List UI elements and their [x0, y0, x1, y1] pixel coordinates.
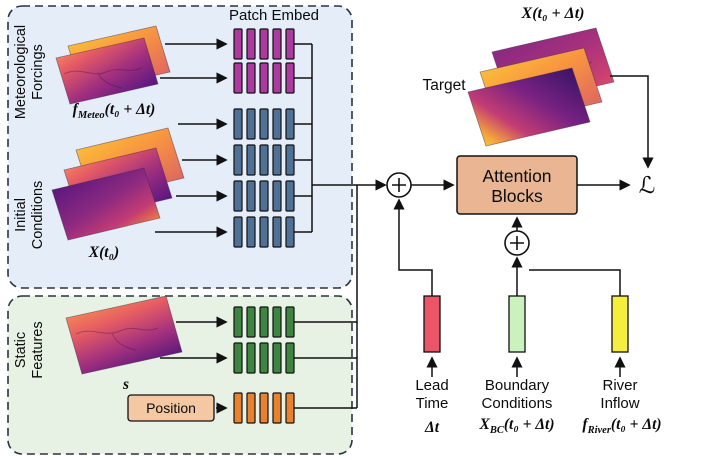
river-line1: River [602, 377, 638, 394]
static-label-line1: Static [13, 331, 29, 369]
meteo-label-line1: Meteorological [13, 24, 29, 120]
initial-conditions-label: Initial Conditions [13, 181, 47, 250]
math-sub: River [587, 425, 611, 437]
meteo-math-label: fMeteo(t₀ + Δt) [73, 101, 156, 125]
target-layer-front [467, 67, 591, 147]
math-base: X [479, 415, 490, 433]
static-label-line2: Features [30, 321, 46, 379]
bc-line2: Conditions [481, 395, 553, 412]
bc-math-label: XBC(t₀ + Δt) [480, 416, 555, 440]
add-icon-conditioning [504, 230, 530, 256]
add-icon-input [386, 172, 412, 198]
math-base: X [88, 244, 100, 261]
math-base: f [72, 100, 78, 118]
lead-time-label: Lead Time [415, 377, 448, 413]
math-sub: Meteo [77, 110, 105, 122]
math-rest: (t₀ + Δt) [532, 5, 585, 22]
static-features-label: Static Features [13, 321, 47, 378]
ic-label-line1: Initial [13, 198, 29, 232]
attention-blocks-label: Attention Blocks [482, 166, 551, 206]
input-arrows [155, 38, 228, 414]
math-rest: (t₀ + Δt) [610, 415, 662, 433]
target-label: Target [422, 77, 466, 94]
lead-time-bar [423, 295, 441, 353]
lead-line2: Time [415, 395, 449, 412]
static-features-panel [7, 295, 353, 455]
river-math-label: fRiver(t₀ + Δt) [582, 416, 661, 440]
boundary-conditions-bar [508, 295, 526, 353]
math-rest: (t₀ + Δt) [104, 100, 156, 118]
math-sub: BC [489, 425, 504, 437]
math-rest: (t₀ + Δt) [503, 415, 555, 433]
meteo-forcings-label: Meteorological Forcings [13, 25, 47, 119]
river-line2: Inflow [600, 395, 640, 412]
lead-line1: Lead [415, 377, 449, 394]
static-layer [65, 295, 183, 375]
river-inflow-bar [611, 295, 629, 353]
math-base: f [582, 415, 588, 433]
math-base: Δt [424, 419, 440, 436]
target-math-label: X(t₀ + Δt) [522, 5, 585, 23]
math-rest: (t₀) [99, 244, 120, 261]
math-base: s [122, 376, 130, 393]
initial-math-label: X(t₀) [89, 244, 119, 262]
lead-math-label: Δt [425, 419, 439, 437]
boundary-conditions-label: Boundary Conditions [482, 377, 553, 413]
meteo-label-line2: Forcings [30, 44, 46, 100]
position-label: Position [146, 400, 196, 416]
math-base: X [521, 5, 533, 22]
loss-symbol: ℒ [638, 173, 656, 199]
meteo-river-lines [63, 67, 143, 89]
river-inflow-label: River Inflow [600, 377, 639, 413]
attention-line1: Attention [482, 166, 552, 186]
bc-line1: Boundary [484, 377, 550, 394]
patch-embed-title: Patch Embed [228, 7, 320, 24]
flow-arrows [393, 75, 654, 377]
ic-layer-front [51, 167, 161, 241]
static-features-image [65, 295, 183, 375]
static-math-label: s [123, 376, 129, 394]
attention-line2: Blocks [491, 186, 543, 206]
static-river-lines [75, 327, 159, 351]
position-box [127, 394, 215, 422]
meteo-layer-front [55, 37, 159, 105]
target-image-stack [467, 27, 615, 147]
token-collector-lines [294, 43, 387, 409]
meteo-ic-panel [7, 5, 353, 289]
meteo-image-stack [55, 25, 171, 105]
initial-conditions-image-stack [51, 127, 185, 241]
ic-label-line2: Conditions [30, 180, 46, 250]
